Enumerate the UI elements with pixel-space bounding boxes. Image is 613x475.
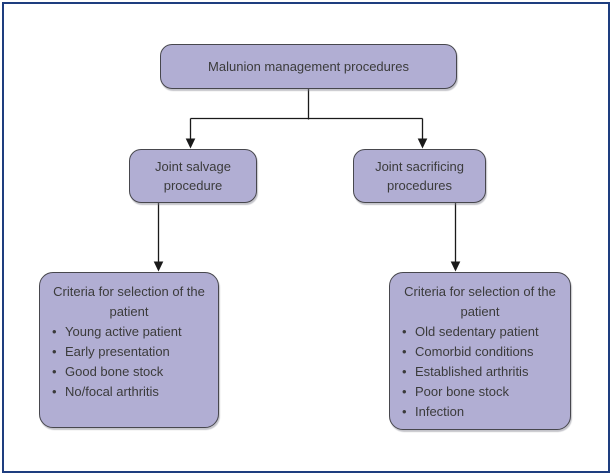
root-node: Malunion management procedures — [160, 44, 457, 89]
bullet-icon: • — [402, 404, 407, 419]
bullet-icon: • — [402, 364, 407, 379]
root-node-label: Malunion management procedures — [208, 59, 409, 74]
criteria-left-node: Criteria for selection of the patient • Y… — [39, 272, 219, 428]
criteria-item-text: Young active patient — [65, 324, 182, 339]
edge-arrowheads — [153, 138, 461, 272]
bullet-icon: • — [52, 364, 57, 379]
criteria-item: • Poor bone stock — [402, 382, 566, 402]
edge-lines — [157, 89, 457, 263]
arrow-down-icon — [185, 138, 196, 149]
criteria-item-text: Good bone stock — [65, 364, 164, 379]
criteria-item-text: Poor bone stock — [415, 384, 509, 399]
criteria-item-text: Old sedentary patient — [415, 324, 539, 339]
criteria-item-text: Established arthritis — [415, 364, 529, 379]
criteria-left-list: • Young active patient • Early presentation… — [40, 322, 218, 402]
bullet-icon: • — [402, 384, 407, 399]
bullet-icon: • — [52, 384, 57, 399]
bullet-icon: • — [52, 324, 57, 339]
criteria-item: • Comorbid conditions — [402, 342, 566, 362]
arrow-down-icon — [417, 138, 428, 149]
criteria-item-text: Early presentation — [65, 344, 170, 359]
criteria-left-title: Criteria for selection of the patient — [53, 284, 205, 319]
criteria-item: • Good bone stock — [52, 362, 214, 382]
criteria-item: • Young active patient — [52, 322, 214, 342]
criteria-item: • Early presentation — [52, 342, 214, 362]
branch-left-node: Joint salvage procedure — [129, 149, 257, 203]
bullet-icon: • — [402, 324, 407, 339]
criteria-item-text: Comorbid conditions — [415, 344, 534, 359]
arrow-down-icon — [153, 261, 164, 272]
criteria-item-text: No/focal arthritis — [65, 384, 159, 399]
branch-left-label: Joint salvage procedure — [155, 159, 231, 193]
criteria-item: • Infection — [402, 402, 566, 422]
criteria-right-list: • Old sedentary patient • Comorbid conditio… — [390, 322, 570, 422]
criteria-right-title: Criteria for selection of the patient — [404, 284, 556, 319]
branch-right-label: Joint sacrificing procedures — [375, 159, 464, 193]
criteria-item: • No/focal arthritis — [52, 382, 214, 402]
criteria-item: • Old sedentary patient — [402, 322, 566, 342]
arrow-down-icon — [450, 261, 461, 272]
criteria-item-text: Infection — [415, 404, 465, 419]
branch-right-node: Joint sacrificing procedures — [353, 149, 486, 203]
criteria-right-node: Criteria for selection of the patient • O… — [389, 272, 571, 430]
bullet-icon: • — [52, 344, 57, 359]
criteria-item: • Established arthritis — [402, 362, 566, 382]
bullet-icon: • — [402, 344, 407, 359]
